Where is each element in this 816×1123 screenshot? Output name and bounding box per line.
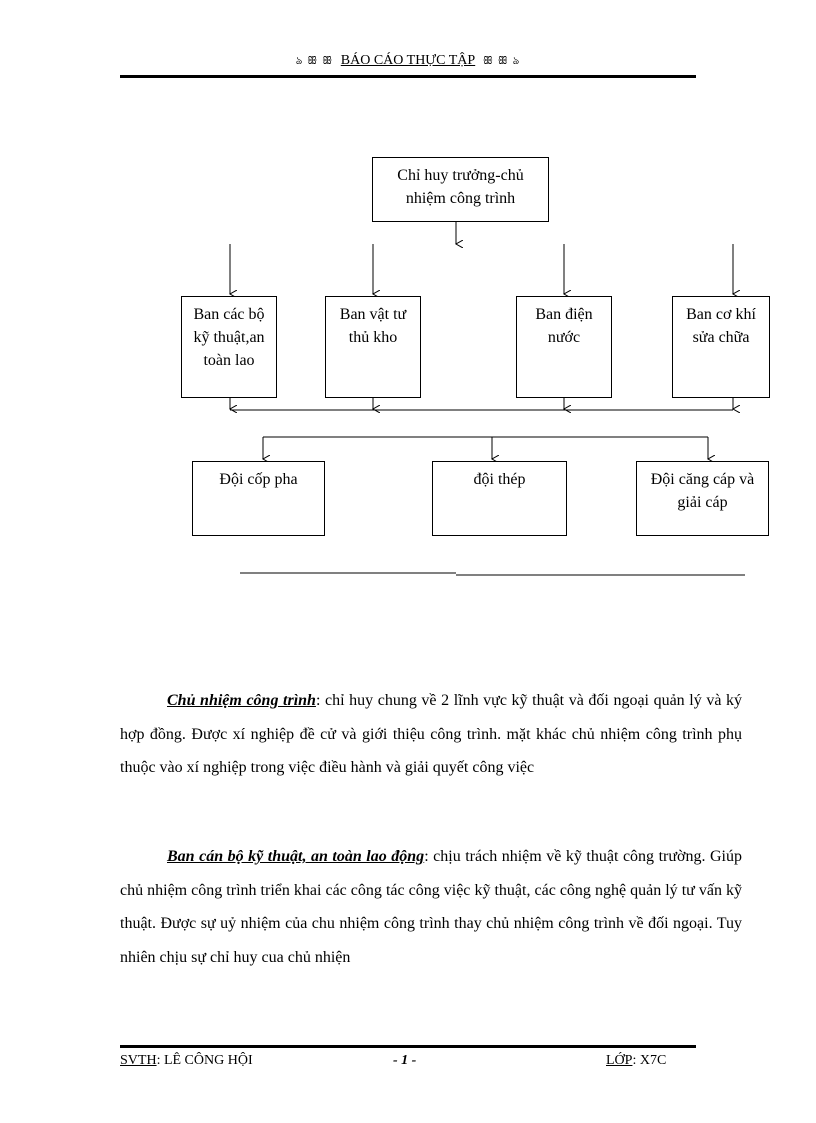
box-chief-commander: Chỉ huy trưởng-chủ nhiệm công trình <box>372 157 549 222</box>
box-dept-technical-safety-label: Ban các bộ kỹ thuật,an toàn lao <box>193 306 265 369</box>
box-team-cable-tensioning: Đội căng cáp và giải cáp <box>636 461 769 536</box>
box-dept-materials-warehouse-label: Ban vật tư thủ kho <box>339 306 407 346</box>
paragraph-project-manager-text: : chỉ huy chung về 2 lĩnh vực kỹ thuật v… <box>120 692 743 776</box>
box-dept-electric-water-label: Ban điện nước <box>535 306 593 346</box>
footer-class: LỚP: X7C <box>606 1053 666 1069</box>
box-dept-electric-water: Ban điện nước <box>516 296 612 398</box>
box-team-steel: đội thép <box>432 461 567 536</box>
box-dept-materials-warehouse: Ban vật tư thủ kho <box>325 296 421 398</box>
header-rule <box>120 75 696 78</box>
paragraph-technical-safety-lead: Ban cán bộ kỹ thuật, an toàn lao động <box>167 848 425 865</box>
org-chart-connectors <box>0 222 745 576</box>
footer-class-value: : X7C <box>632 1053 667 1068</box>
footer-svth-name: : LÊ CÔNG HỘI <box>156 1053 253 1068</box>
paragraph-project-manager-lead: Chủ nhiệm công trình <box>167 692 316 709</box>
footer-class-label: LỚP <box>606 1053 633 1068</box>
box-dept-mechanical-repair: Ban cơ khí sửa chữa <box>672 296 770 398</box>
footer-svth-label: SVTH <box>120 1053 157 1068</box>
footer-page-number: - 1 - <box>393 1053 416 1069</box>
footer-student: SVTH: LÊ CÔNG HỘI <box>120 1053 253 1069</box>
box-team-cable-tensioning-label: Đội căng cáp và giải cáp <box>650 471 755 511</box>
box-team-steel-label: đội thép <box>473 471 526 488</box>
page-header: ঌ ꕥ ꕥ BÁO CÁO THỰC TẬP ꕥ ꕥ ঌ <box>120 52 696 72</box>
paragraph-technical-safety-text: : chịu trách nhiệm về kỹ thuật công trườ… <box>120 848 743 966</box>
box-team-formwork-label: Đội cốp pha <box>219 471 298 488</box>
page-number: - 1 - <box>393 1053 417 1068</box>
ornament-left-icon: ঌ ꕥ ꕥ <box>295 55 334 67</box>
box-dept-mechanical-repair-label: Ban cơ khí sửa chữa <box>686 306 756 346</box>
paragraph-technical-safety: Ban cán bộ kỹ thuật, an toàn lao động: c… <box>120 840 742 974</box>
report-title: BÁO CÁO THỰC TẬP <box>340 53 476 68</box>
footer-rule <box>120 1045 696 1048</box>
ornament-right-icon: ꕥ ꕥ ঌ <box>482 55 521 67</box>
box-chief-commander-label: Chỉ huy trưởng-chủ nhiệm công trình <box>397 167 524 207</box>
paragraph-project-manager: Chủ nhiệm công trình: chỉ huy chung về 2… <box>120 684 742 785</box>
box-dept-technical-safety: Ban các bộ kỹ thuật,an toàn lao <box>181 296 277 398</box>
box-team-formwork: Đội cốp pha <box>192 461 325 536</box>
